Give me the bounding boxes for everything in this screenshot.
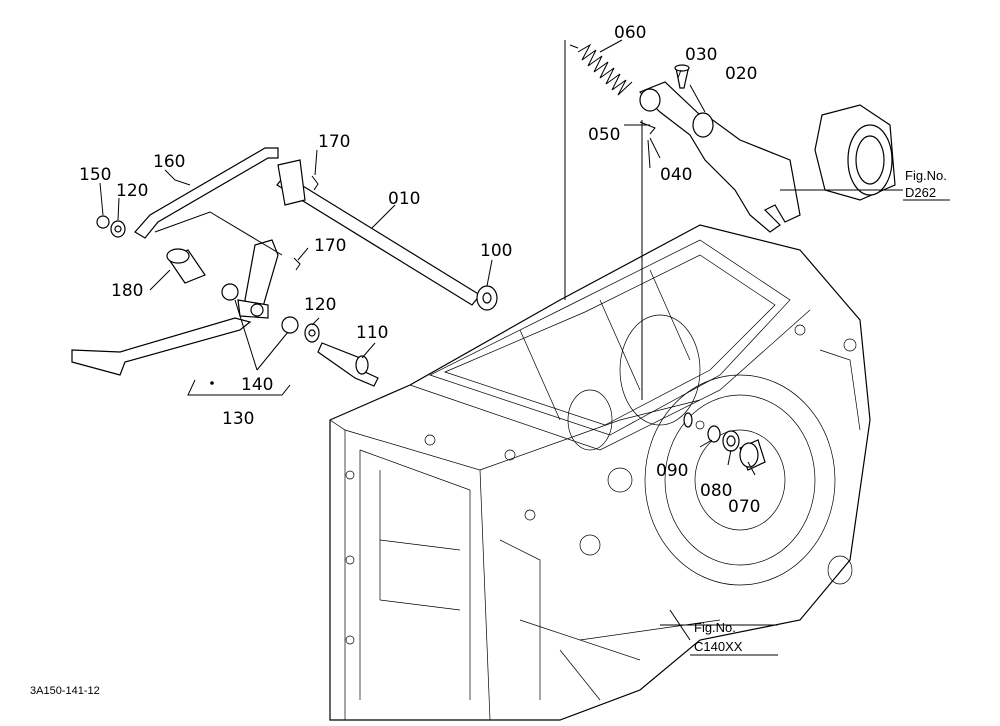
figure-reference-c140: Fig.No. C140XX: [694, 620, 743, 654]
ref-c140-line2: C140XX: [694, 639, 743, 654]
drawing-code: 3A150-141-12: [30, 685, 100, 697]
clip-150: [96, 215, 110, 229]
label-140: 140: [241, 375, 273, 395]
part-labels: 010 020 030 040 050 060 070 080 090 100 …: [79, 23, 760, 517]
label-080: 080: [700, 481, 732, 501]
label-120-lower: 120: [304, 295, 336, 315]
label-090: 090: [656, 461, 688, 481]
transmission-case: [329, 224, 871, 721]
leader-lines: [99, 39, 950, 656]
pin-110: [317, 342, 379, 387]
bushing-140-b: [281, 316, 299, 334]
oring-090: [707, 425, 721, 443]
label-010: 010: [388, 189, 420, 209]
label-170-lower: 170: [314, 236, 346, 256]
label-130: 130: [222, 409, 254, 429]
label-020: 020: [725, 64, 757, 84]
pedal-130: [71, 239, 279, 385]
label-060: 060: [614, 23, 646, 43]
label-040: 040: [660, 165, 692, 185]
label-160: 160: [153, 152, 185, 172]
pin-050: [639, 121, 656, 135]
label-150: 150: [79, 165, 111, 185]
pin-170-lower: [293, 257, 301, 271]
label-070: 070: [728, 497, 760, 517]
seal-small: [683, 412, 693, 428]
fork-020: [638, 81, 801, 233]
rod-160: [134, 147, 279, 239]
bushing-100: [476, 285, 498, 311]
spring-060: [577, 43, 633, 96]
bolt-030: [674, 64, 690, 89]
label-170-upper: 170: [318, 132, 350, 152]
washer-080: [722, 430, 740, 452]
bearing-d262: [814, 104, 896, 201]
pin-040: [647, 139, 651, 169]
label-110: 110: [356, 323, 388, 343]
ref-c140-line1: Fig.No.: [694, 620, 736, 635]
label-050: 050: [588, 125, 620, 145]
label-030: 030: [685, 45, 717, 65]
pin-170-upper: [311, 175, 319, 191]
shaft-010: [276, 159, 481, 306]
label-120-upper: 120: [116, 181, 148, 201]
bushing-140-a: [221, 283, 239, 301]
ref-d262-line2: D262: [905, 185, 936, 200]
figure-reference-d262: Fig.No. D262: [905, 168, 947, 200]
label-180: 180: [111, 281, 143, 301]
label-100: 100: [480, 241, 512, 261]
sleeve-180: [166, 248, 206, 284]
ref-d262-line1: Fig.No.: [905, 168, 947, 183]
plug-070: [739, 439, 766, 471]
washer-120-upper: [110, 220, 126, 238]
washer-120-lower: [304, 323, 320, 343]
